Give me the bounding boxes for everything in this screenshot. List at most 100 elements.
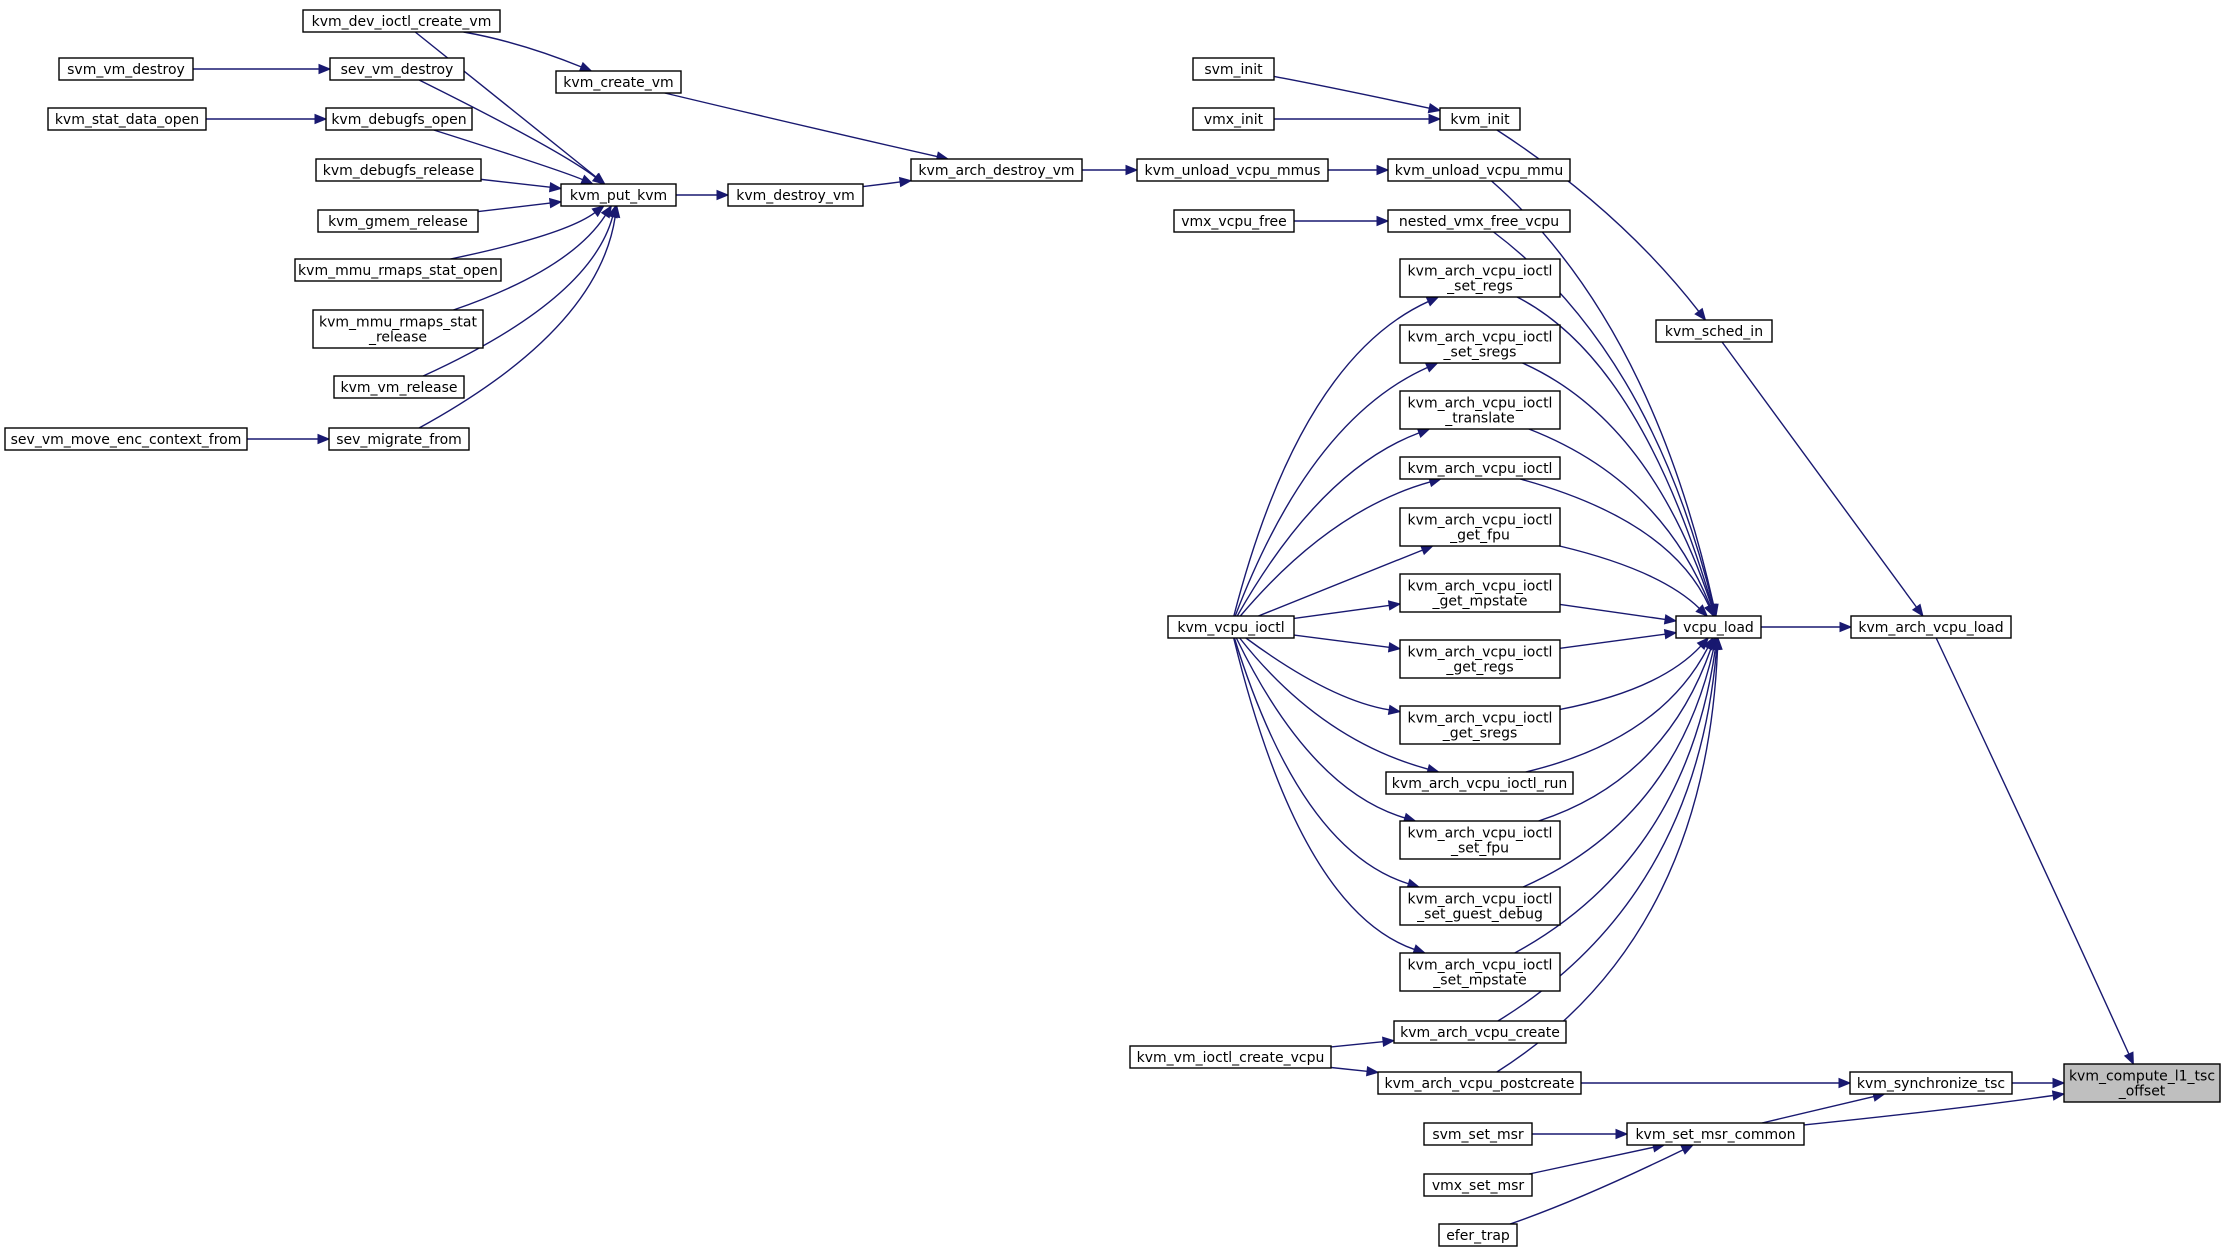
node-kvm-set-msr-common[interactable]: kvm_set_msr_common [1626, 1122, 1805, 1146]
node-kvm-mmu-rmaps-stat-open[interactable]: kvm_mmu_rmaps_stat_open [294, 258, 502, 282]
node-kvm-synchronize-tsc[interactable]: kvm_synchronize_tsc [1849, 1071, 2013, 1095]
node-vcpu-load[interactable]: vcpu_load [1675, 615, 1762, 639]
node-kvm-debugfs-release[interactable]: kvm_debugfs_release [315, 158, 482, 182]
node-label: kvm_sched_in [1665, 324, 1763, 340]
node-translate[interactable]: kvm_arch_vcpu_ioctl_translate [1399, 390, 1561, 430]
arrowhead [1695, 604, 1709, 617]
node-label: kvm_init [1450, 112, 1510, 128]
node-kvm-arch-vcpu-load[interactable]: kvm_arch_vcpu_load [1850, 615, 2012, 639]
node-kvm-unload-vcpu-mmu[interactable]: kvm_unload_vcpu_mmu [1387, 158, 1571, 182]
node-box [1399, 573, 1561, 613]
node-vmx-set-msr[interactable]: vmx_set_msr [1423, 1173, 1533, 1197]
edge-kvm-vm-ioctl-create-vcpu-to-kvm-arch-vcpu-create [1330, 1036, 1396, 1048]
node-box [1399, 886, 1561, 926]
node-label: svm_vm_destroy [67, 62, 185, 78]
node-label: kvm_arch_vcpu_ioctl [1408, 645, 1553, 661]
arrowhead [1694, 307, 1707, 322]
arrowhead [1663, 629, 1678, 640]
node-set-sregs[interactable]: kvm_arch_vcpu_ioctl_set_sregs [1399, 324, 1561, 364]
node-label: kvm_dev_ioctl_create_vm [312, 14, 492, 30]
node-svm-set-msr[interactable]: svm_set_msr [1423, 1122, 1533, 1146]
node-label: kvm_synchronize_tsc [1857, 1076, 2005, 1092]
node-label: kvm_put_kvm [570, 188, 667, 204]
node-ioctl-run[interactable]: kvm_arch_vcpu_ioctl_run [1385, 771, 1574, 795]
arrowhead [1387, 600, 1402, 611]
node-kvm-gmem-release[interactable]: kvm_gmem_release [317, 209, 479, 233]
edge-kvm-destroy-vm-to-kvm-arch-destroy-vm [862, 176, 913, 188]
node-kvm-create-vm[interactable]: kvm_create_vm [555, 70, 682, 94]
edge-kvm-gmem-release-to-kvm-put-kvm [477, 197, 563, 213]
edge-kvm-arch-vcpu-postcreate-to-kvm-synchronize-tsc [1581, 1077, 1852, 1089]
node-label: _set_regs [1446, 279, 1513, 295]
node-kvm-arch-vcpu-ioctl[interactable]: kvm_arch_vcpu_ioctl [1399, 456, 1561, 480]
node-kvm-mmu-rmaps-stat-release[interactable]: kvm_mmu_rmaps_stat_release [312, 309, 484, 349]
node-set-guest-debug[interactable]: kvm_arch_vcpu_ioctl_set_guest_debug [1399, 886, 1561, 926]
node-sev-vm-move-enc-context-from[interactable]: sev_vm_move_enc_context_from [4, 427, 248, 451]
edge-kvm-put-kvm-to-kvm-destroy-vm [676, 189, 730, 201]
node-kvm-debugfs-open[interactable]: kvm_debugfs_open [325, 107, 473, 131]
node-set-fpu[interactable]: kvm_arch_vcpu_ioctl_set_fpu [1399, 820, 1561, 860]
node-label: kvm_mmu_rmaps_stat_open [298, 263, 498, 279]
node-kvm-compute-l1-tsc-offset[interactable]: kvm_compute_l1_tsc_offset [2063, 1063, 2221, 1103]
node-kvm-vm-ioctl-create-vcpu[interactable]: kvm_vm_ioctl_create_vcpu [1129, 1045, 1332, 1069]
node-get-fpu[interactable]: kvm_arch_vcpu_ioctl_get_fpu [1399, 507, 1561, 547]
node-box [1399, 820, 1561, 860]
arrowhead [2051, 1090, 2066, 1101]
node-sev-vm-destroy[interactable]: sev_vm_destroy [329, 57, 465, 81]
node-box [315, 158, 482, 182]
node-kvm-stat-data-open[interactable]: kvm_stat_data_open [47, 107, 207, 131]
node-kvm-sched-in[interactable]: kvm_sched_in [1655, 319, 1773, 343]
node-svm-vm-destroy[interactable]: svm_vm_destroy [58, 57, 194, 81]
node-kvm-arch-vcpu-create[interactable]: kvm_arch_vcpu_create [1393, 1020, 1567, 1044]
edge-line [1239, 481, 1431, 617]
node-label: kvm_vcpu_ioctl [1177, 620, 1284, 636]
node-kvm-put-kvm[interactable]: kvm_put_kvm [560, 183, 677, 207]
edge-line [1559, 603, 1666, 621]
edge-vcpu-load-to-kvm-arch-vcpu-load [1761, 621, 1853, 633]
edge-line [414, 31, 597, 178]
node-label: _set_sregs [1443, 345, 1517, 361]
node-box [1626, 1122, 1805, 1146]
node-set-regs[interactable]: kvm_arch_vcpu_ioctl_set_regs [1399, 258, 1561, 298]
node-label: vmx_set_msr [1432, 1178, 1525, 1194]
node-box [1129, 1045, 1332, 1069]
node-box [1675, 615, 1762, 639]
node-kvm-dev-ioctl-create-vm[interactable]: kvm_dev_ioctl_create_vm [302, 9, 501, 33]
node-box [1167, 615, 1295, 639]
edge-kvm-synchronize-tsc-to-kvm-compute-l1-tsc-offset [2012, 1077, 2066, 1089]
node-box [1399, 456, 1561, 480]
node-kvm-vm-release[interactable]: kvm_vm_release [333, 375, 465, 399]
node-svm-init[interactable]: svm_init [1192, 57, 1275, 81]
node-label: kvm_arch_vcpu_ioctl [1408, 264, 1553, 280]
node-kvm-arch-destroy-vm[interactable]: kvm_arch_destroy_vm [910, 158, 1083, 182]
edge-line [1273, 75, 1430, 109]
node-vmx-vcpu-free[interactable]: vmx_vcpu_free [1173, 209, 1295, 233]
node-efer-trap[interactable]: efer_trap [1438, 1223, 1518, 1247]
node-kvm-arch-vcpu-postcreate[interactable]: kvm_arch_vcpu_postcreate [1377, 1071, 1582, 1095]
edge-kvm-create-vm-to-kvm-arch-destroy-vm [664, 92, 950, 162]
node-get-regs[interactable]: kvm_arch_vcpu_ioctl_get_regs [1399, 639, 1561, 679]
edge-kvm-vcpu-ioctl-to-get-regs [1293, 634, 1402, 653]
node-kvm-destroy-vm[interactable]: kvm_destroy_vm [727, 183, 864, 207]
node-set-mpstate[interactable]: kvm_arch_vcpu_ioctl_set_mpstate [1399, 952, 1561, 992]
node-kvm-unload-vcpu-mmus[interactable]: kvm_unload_vcpu_mmus [1136, 158, 1329, 182]
node-label: efer_trap [1446, 1228, 1510, 1244]
node-kvm-init[interactable]: kvm_init [1439, 107, 1521, 131]
node-kvm-vcpu-ioctl[interactable]: kvm_vcpu_ioctl [1167, 615, 1295, 639]
node-get-mpstate[interactable]: kvm_arch_vcpu_ioctl_get_mpstate [1399, 573, 1561, 613]
node-vmx-init[interactable]: vmx_init [1192, 107, 1275, 131]
node-box [1387, 209, 1571, 233]
node-nested-vmx-free-vcpu[interactable]: nested_vmx_free_vcpu [1387, 209, 1571, 233]
edge-kvm-sched-in-to-kvm-arch-vcpu-load [1721, 341, 1924, 618]
node-sev-migrate-from[interactable]: sev_migrate_from [328, 427, 470, 451]
node-get-sregs[interactable]: kvm_arch_vcpu_ioctl_get_sregs [1399, 705, 1561, 745]
edge-kvm-vcpu-ioctl-to-set-mpstate [1232, 637, 1427, 955]
arrowhead [1424, 362, 1439, 373]
arrowhead [591, 205, 605, 218]
node-box [1399, 390, 1561, 430]
edge-line [1514, 648, 1717, 954]
node-label: vmx_init [1204, 112, 1264, 128]
arrowhead [548, 181, 563, 193]
node-box [1393, 1020, 1567, 1044]
arrowhead [1839, 621, 1853, 633]
